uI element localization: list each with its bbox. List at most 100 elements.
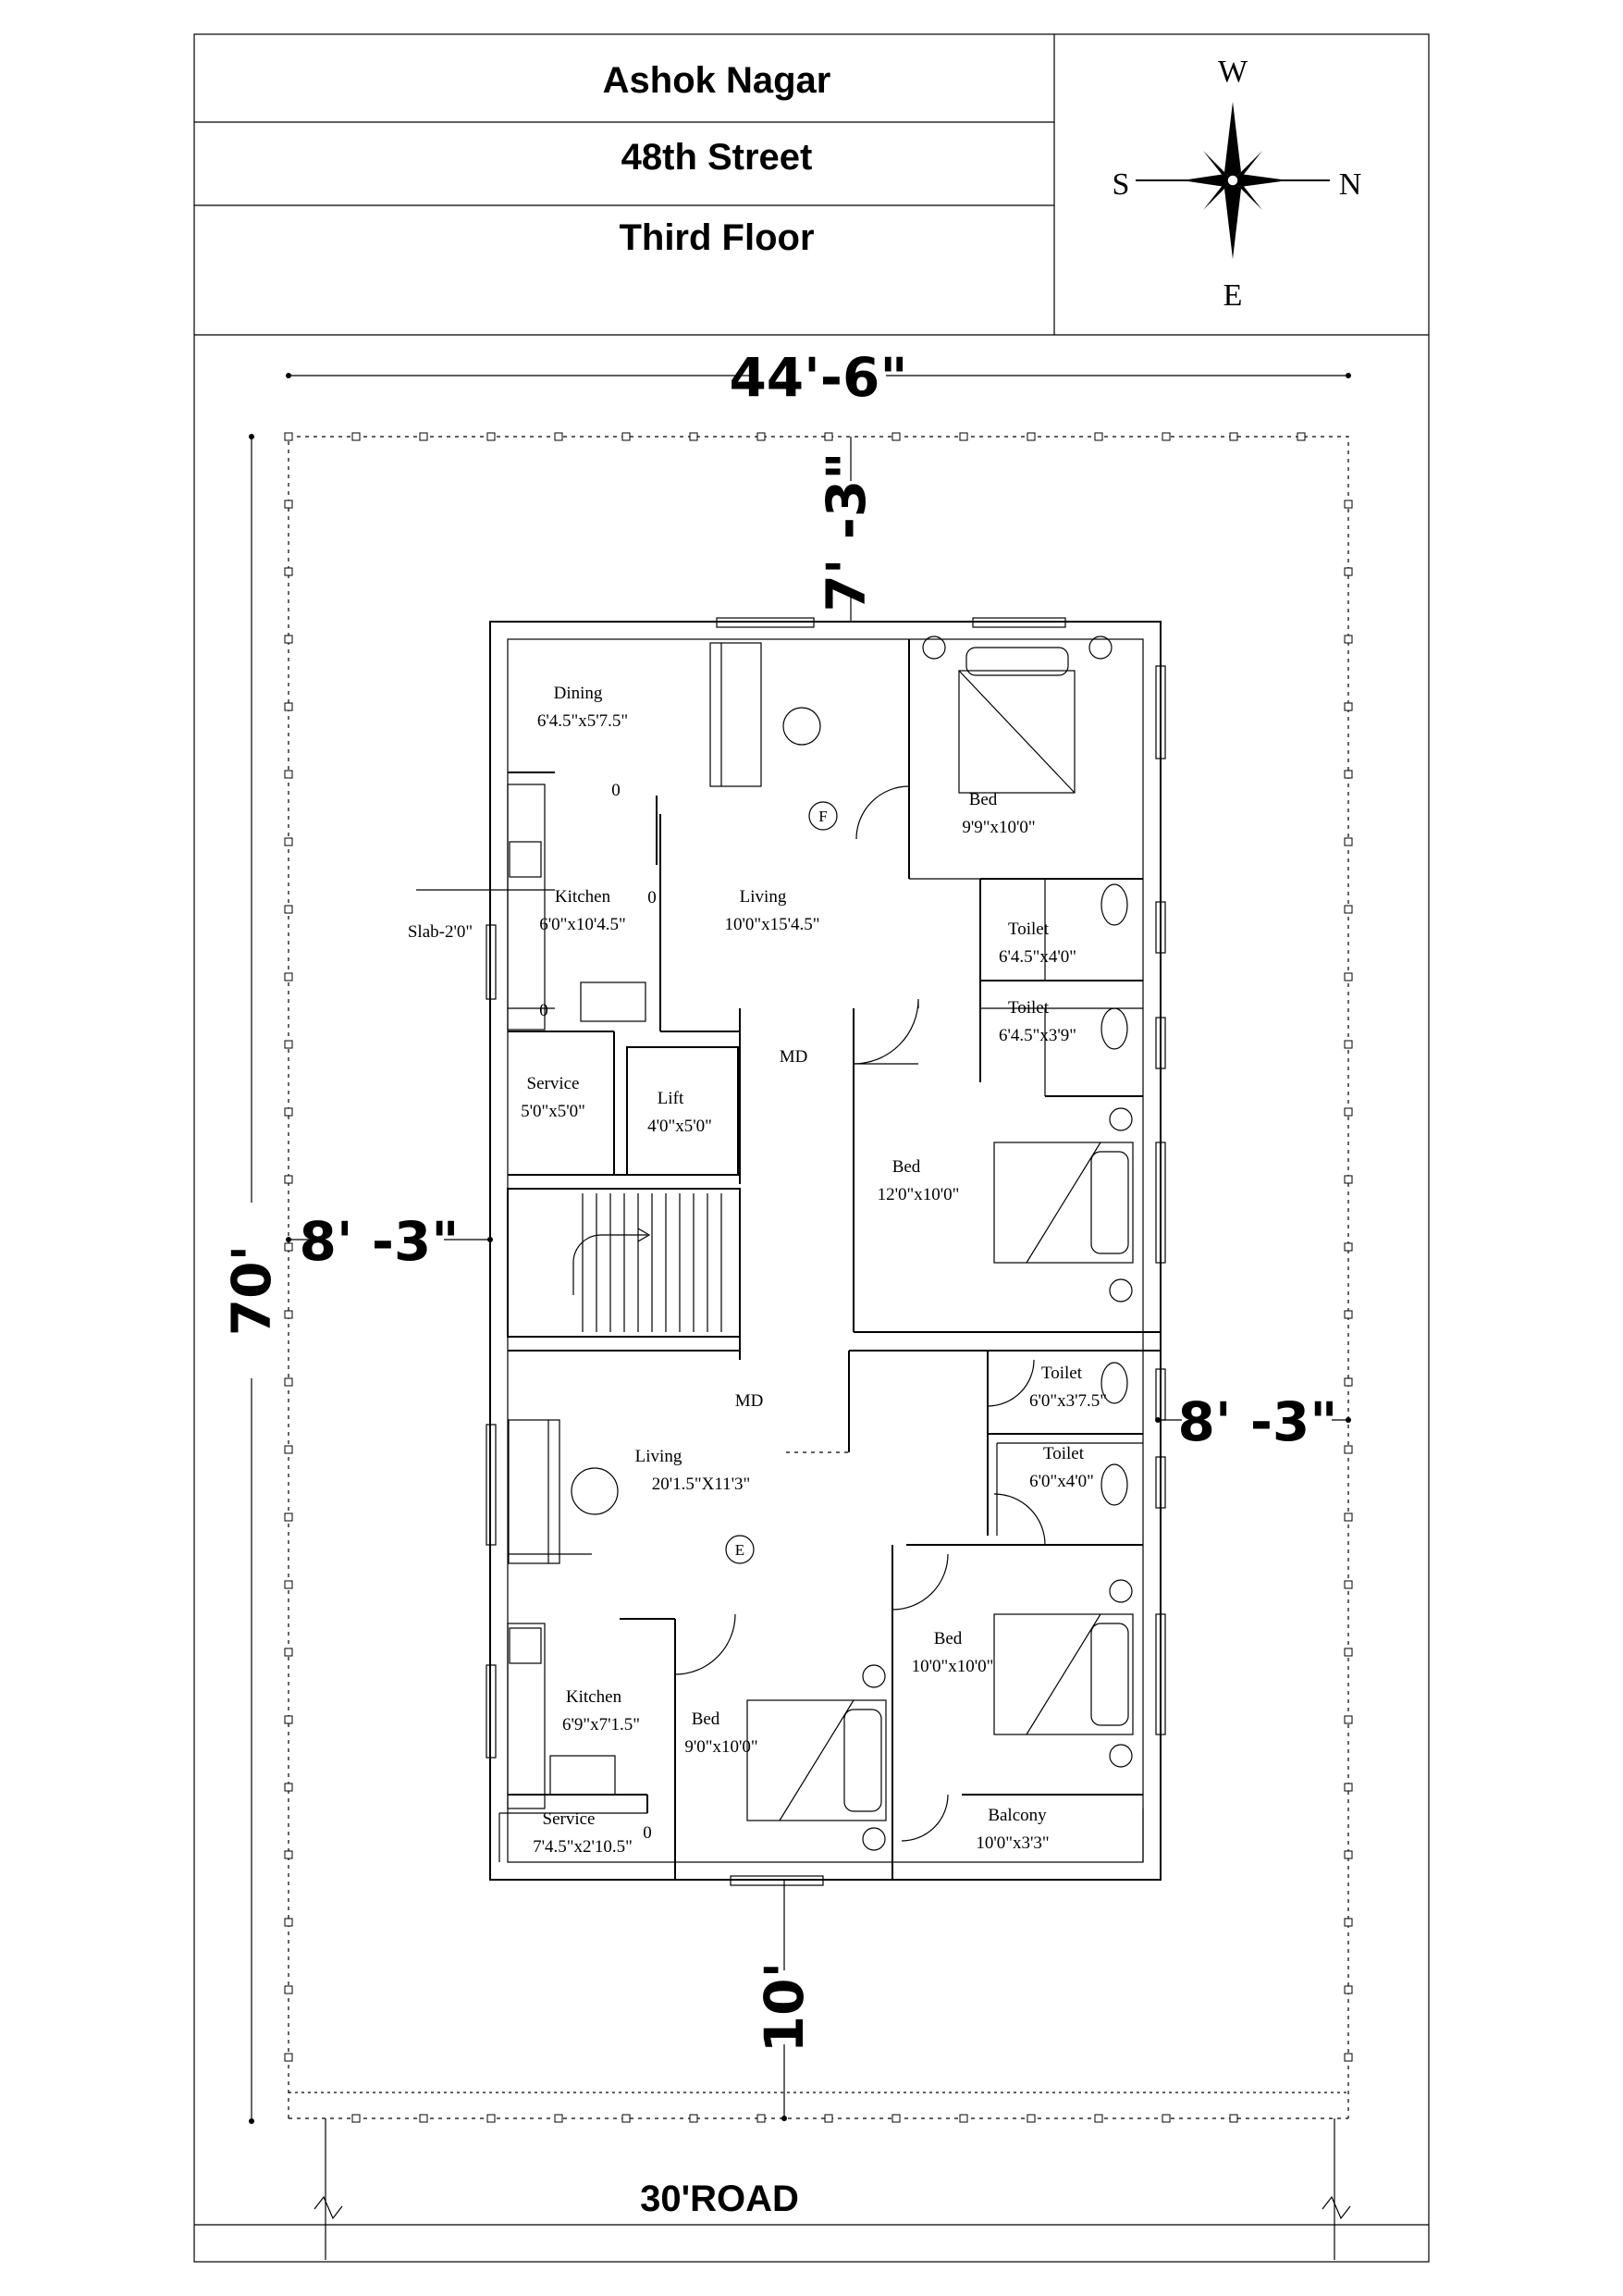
compass-south: S	[1113, 167, 1130, 202]
staircase	[582, 1193, 722, 1332]
wall-pillar	[284, 2053, 293, 2062]
title-floor: Third Floor	[619, 217, 814, 258]
toilet-icon	[1100, 883, 1128, 1506]
living2-size: 20'1.5"X11'3"	[652, 1475, 751, 1494]
wall-pillar	[621, 432, 631, 441]
bed-icon	[746, 1699, 887, 1821]
toilet2-size: 6'4.5"x3'9"	[999, 1026, 1076, 1045]
wall-pillar	[1229, 2114, 1238, 2123]
doors	[674, 785, 1046, 1842]
wall-pillar	[284, 972, 293, 981]
wall-pillar	[419, 432, 428, 441]
slab-label: Slab-2'0"	[408, 922, 473, 942]
wall-pillar	[284, 1242, 293, 1252]
wall-pillar	[1162, 432, 1171, 441]
title-block: Ashok Nagar 48th Street Third Floor	[193, 33, 1430, 2263]
service2-size: 7'4.5"x2'10.5"	[533, 1837, 633, 1857]
wall-pillar	[1344, 1107, 1353, 1117]
wall-pillar	[554, 432, 563, 441]
compass-east: E	[1223, 278, 1243, 313]
toilet2-label: Toilet	[1008, 998, 1050, 1018]
sofa-icon	[508, 642, 762, 1564]
windows	[486, 617, 1166, 1886]
bottom-setback-label: 10'	[753, 1962, 816, 2053]
wall-pillar	[284, 1310, 293, 1319]
toilet1-size: 6'4.5"x4'0"	[999, 947, 1076, 967]
toilet3-label: Toilet	[1041, 1364, 1083, 1383]
wall-pillar	[1094, 2114, 1103, 2123]
bed-icon	[993, 1613, 1134, 1735]
wall-pillar	[284, 432, 293, 441]
wall-pillar	[1344, 1783, 1353, 1792]
plot-length-dimension: 70'	[220, 434, 283, 2124]
wall-pillar	[1344, 1175, 1353, 1184]
wall-pillar	[824, 432, 833, 441]
toilet3-size: 6'0"x3'7.5"	[1029, 1391, 1107, 1411]
wall-pillar	[486, 432, 496, 441]
wall-pillar	[689, 2114, 698, 2123]
wall-pillar	[284, 1985, 293, 1994]
plot-length-label: 70'	[220, 1245, 283, 1336]
dining-label: Dining	[554, 684, 603, 703]
wall-pillar	[284, 1918, 293, 1927]
wall-pillar	[1344, 1715, 1353, 1724]
bed4-label: Bed	[692, 1710, 720, 1729]
title-street: 48th Street	[621, 137, 813, 178]
top-setback-label: 7' -3"	[815, 452, 878, 612]
plot-width-label: 44'-6"	[729, 346, 907, 409]
main-door-label-top: MD	[780, 1047, 808, 1067]
road: 30'ROAD	[314, 2118, 1351, 2260]
fridge-marker: F	[818, 808, 827, 825]
lift-size: 4'0"x5'0"	[647, 1117, 712, 1136]
wall-pillar	[1344, 1580, 1353, 1589]
wall-pillar	[959, 432, 968, 441]
road-label: 30'ROAD	[640, 2179, 799, 2219]
living1-label: Living	[740, 887, 787, 907]
wall-pillar	[284, 1783, 293, 1792]
service1-size: 5'0"x5'0"	[521, 1102, 585, 1121]
bed1-size: 9'9"x10'0"	[962, 818, 1035, 837]
plot-width-dimension: 44'-6"	[286, 346, 1351, 409]
title-location: Ashok Nagar	[603, 60, 831, 101]
compass-north: N	[1339, 167, 1362, 202]
wall-pillar	[1162, 2114, 1171, 2123]
wall-pillar	[1297, 432, 1306, 441]
wall-pillar	[284, 702, 293, 711]
wall-pillar	[284, 1850, 293, 1859]
bed-icon	[993, 1142, 1134, 1264]
wall-pillar	[284, 1377, 293, 1387]
setback-dimensions: 7' -3" 8' -3" 8' -3" 10'	[286, 437, 1351, 2121]
wall-pillar	[1344, 1918, 1353, 1927]
wall-pillar	[756, 432, 766, 441]
wall-pillar	[1344, 500, 1353, 509]
left-setback-label: 8' -3"	[300, 1210, 460, 1273]
right-setback-label: 8' -3"	[1178, 1390, 1338, 1453]
bed2-size: 12'0"x10'0"	[878, 1185, 960, 1204]
living1-size: 10'0"x15'4.5"	[724, 915, 819, 934]
room-labels: Dining 6'4.5"x5'7.5" Kitchen 6'0"x10'4.5…	[521, 684, 1107, 1857]
wall-pillar	[554, 2114, 563, 2123]
kitchen1-size: 6'0"x10'4.5"	[539, 915, 626, 934]
wall-pillar	[1344, 905, 1353, 914]
wall-pillar	[1344, 972, 1353, 981]
living2-label: Living	[635, 1447, 682, 1466]
wall-pillar	[284, 1648, 293, 1657]
table-icon	[571, 707, 821, 1515]
wall-pillar	[284, 1580, 293, 1589]
bed2-label: Bed	[892, 1157, 921, 1177]
wall-pillar	[284, 905, 293, 914]
wall-pillar	[1344, 1985, 1353, 1994]
bed3-label: Bed	[934, 1629, 963, 1648]
wall-pillar	[1344, 1850, 1353, 1859]
wall-pillar	[1027, 2114, 1036, 2123]
bedside-lamp-icon	[862, 636, 1133, 1851]
wall-pillar	[284, 1107, 293, 1117]
lift-label: Lift	[658, 1089, 684, 1108]
o-marker: 0	[539, 1001, 548, 1020]
compound-wall	[284, 432, 1353, 2123]
wall-pillar	[351, 432, 361, 441]
wall-pillar	[891, 432, 901, 441]
wall-pillar	[351, 2114, 361, 2123]
service1-label: Service	[527, 1074, 580, 1093]
wall-pillar	[419, 2114, 428, 2123]
